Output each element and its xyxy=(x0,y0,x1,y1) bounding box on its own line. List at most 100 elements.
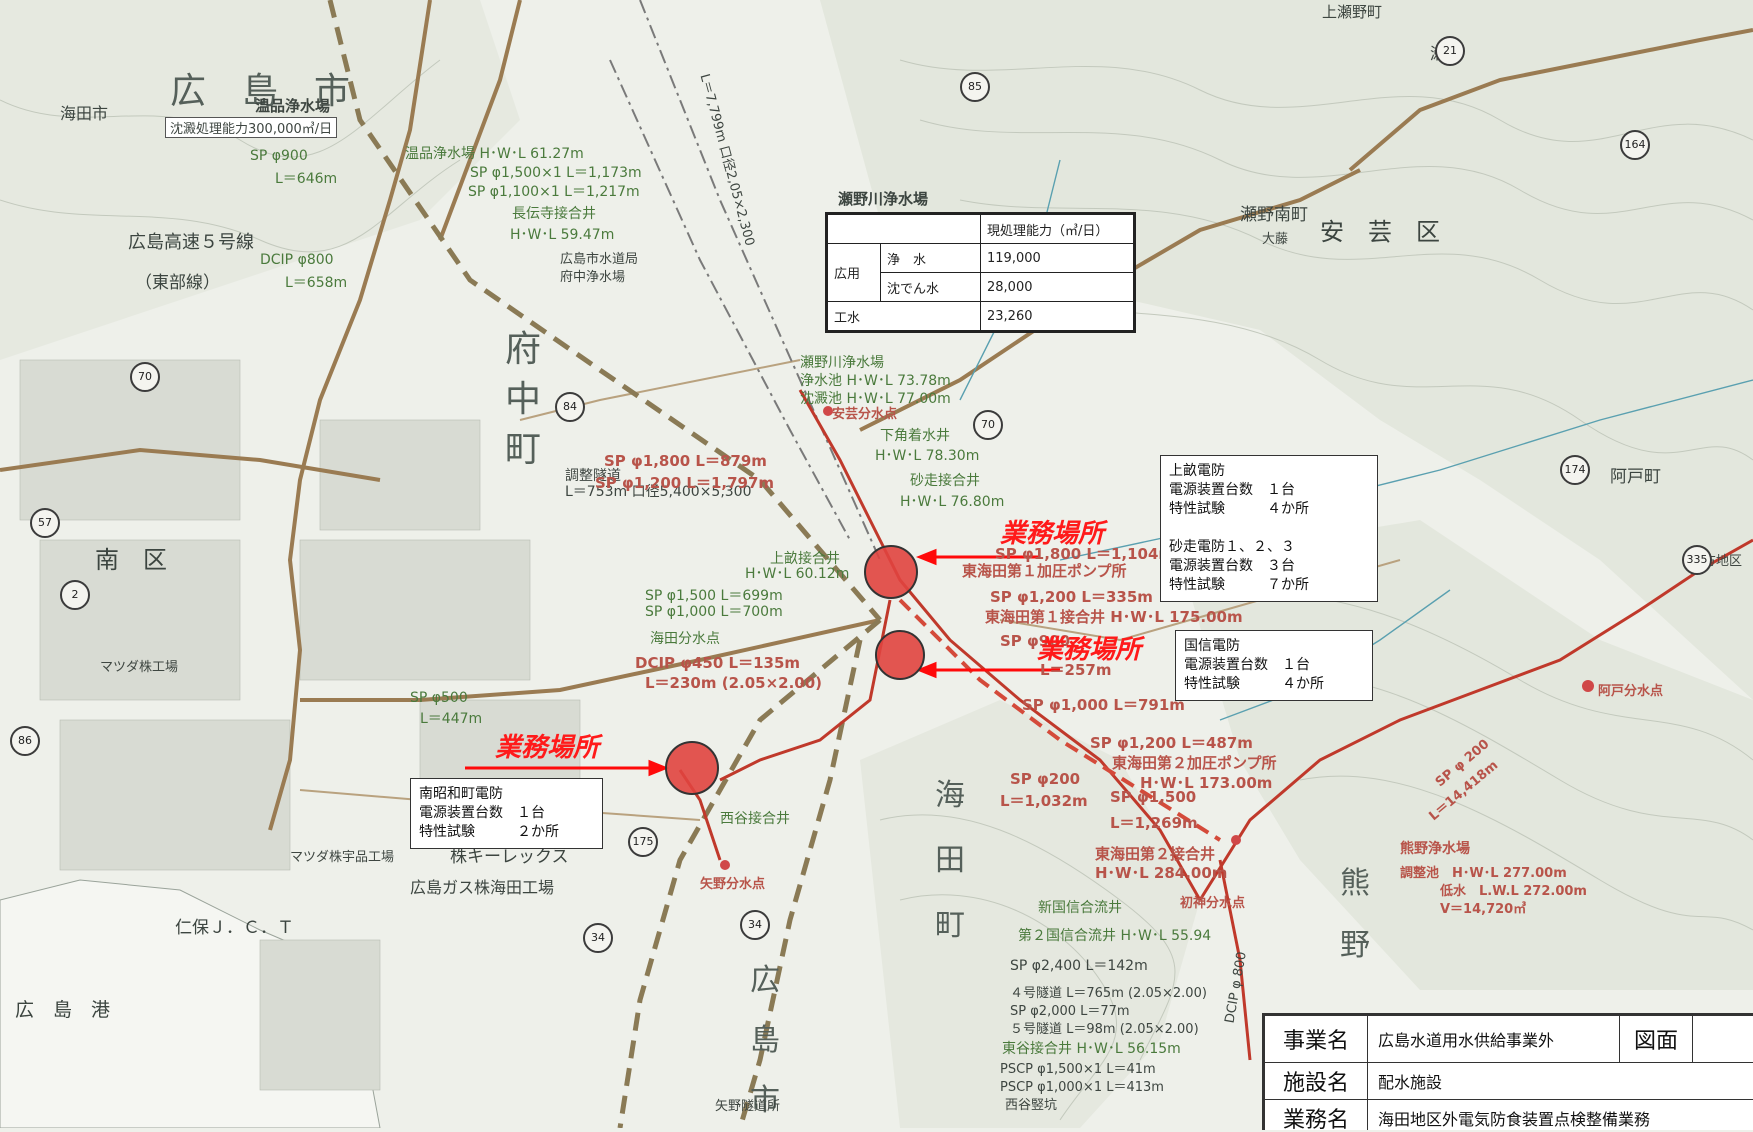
label-mazda: マツダ株工場 xyxy=(100,656,178,675)
pipe-dcip800: DCIP φ800 xyxy=(260,252,334,268)
capacity-row2-name: 沈でん水 xyxy=(881,273,981,302)
pipe-l646: L＝646m xyxy=(275,168,337,188)
pipe-sp1200-487: SP φ1,200 L＝487m xyxy=(1090,732,1253,753)
label-kaidashi: 海田市 xyxy=(60,100,108,124)
label-ohara: 大藤 xyxy=(1262,228,1288,247)
pipe-sp2400: SP φ2,400 L＝142m xyxy=(1010,955,1148,975)
route-badge-70a: 70 xyxy=(130,362,160,392)
label-higashi1-jo: 東海田第１接合井 H･W･L 175.00m xyxy=(985,606,1243,627)
marker-kokushin xyxy=(876,631,924,679)
title-key-figure: 図面 xyxy=(1620,1016,1693,1063)
area-fuchu-2: 中 xyxy=(505,370,541,422)
info-box-kokushin: 国信電防 電源装置台数 １台 特性試験 ４か所 xyxy=(1175,630,1373,701)
capacity-row3-value: 23,260 xyxy=(981,302,1134,331)
area-kumano-1: 熊 xyxy=(1340,858,1370,902)
area-hiro-2: 島 xyxy=(750,1015,780,1059)
label-highway5: 広島高速５号線 xyxy=(128,228,254,254)
pipe-l1032: L＝1,032m xyxy=(1000,790,1088,811)
label-east-line: （東部線） xyxy=(135,268,220,293)
label-kumano-volume: V＝14,720㎥ xyxy=(1440,898,1526,917)
pipe-sp1200-335: SP φ1,200 L＝335m xyxy=(990,586,1153,607)
label-aki-bunsui: 安芸分水点 xyxy=(832,403,897,422)
area-kaita-3: 町 xyxy=(935,900,965,944)
label-dai2-kokushin: 第２国信合流井 H･W･L 55.94 xyxy=(1018,925,1211,945)
area-fuchu-3: 町 xyxy=(505,420,541,472)
capacity-row2-value: 28,000 xyxy=(981,273,1134,302)
label-kakuso: 下角着水井 xyxy=(880,425,950,445)
info-kamiune-line5: 電源装置台数 ３台 xyxy=(1169,557,1369,576)
area-hiro-1: 広 xyxy=(750,955,780,999)
route-badge-164: 164 xyxy=(1620,130,1650,160)
pipe-sp1500: SP φ1,500 xyxy=(1110,788,1196,806)
route-badge-85: 85 xyxy=(960,72,990,102)
label-higashi2-pump: 東海田第２加圧ポンプ所 xyxy=(1112,752,1277,773)
pipe-onzui-hwl: 温品浄水場 H･W･L 61.27m xyxy=(405,143,584,163)
title-key-project: 事業名 xyxy=(1265,1016,1368,1063)
title-value-figure xyxy=(1693,1016,1753,1063)
pipe-sp1200-1797: SP φ1,200 L＝1,797m xyxy=(595,472,774,493)
label-yano-tunnel: 矢野隧道所 xyxy=(715,1095,780,1114)
info-kamiune-line1: 上畝電防 xyxy=(1169,462,1369,481)
label-pscp1: PSCP φ1,500×1 L＝41m xyxy=(1000,1058,1156,1077)
capacity-group-kouyou: 広用 xyxy=(828,244,881,302)
label-higashi2-jo: 東海田第２接合井 xyxy=(1095,843,1215,864)
label-niho-jct: 仁保Ｊ．Ｃ．Ｔ xyxy=(175,913,294,938)
title-value-facility: 配水施設 xyxy=(1368,1063,1753,1100)
label-sunahashi-hwl: H･W･L 76.80m xyxy=(900,491,1004,511)
label-ato: 阿戸町 xyxy=(1610,462,1661,487)
label-onzui: 温品浄水場 xyxy=(255,95,330,116)
info-minamishowa-line2: 電源装置台数 １台 xyxy=(419,804,594,823)
route-badge-174: 174 xyxy=(1560,455,1590,485)
work-location-label-3: 業務場所 xyxy=(495,727,599,764)
info-box-kamiune: 上畝電防 電源装置台数 １台 特性試験 ４か所 砂走電防１、２、３ 電源装置台数… xyxy=(1160,455,1378,602)
route-badge-34b: 34 xyxy=(740,910,770,940)
label-fuchu-plant-2: 府中浄水場 xyxy=(560,266,625,285)
pipe-l658: L＝658m xyxy=(285,272,347,292)
area-kumano-2: 野 xyxy=(1340,920,1370,964)
route-badge-70b: 70 xyxy=(973,410,1003,440)
marker-minamishowa xyxy=(666,742,718,794)
info-kokushin-line2: 電源装置台数 １台 xyxy=(1184,656,1364,675)
label-hatsukami-bunsui: 初神分水点 xyxy=(1180,892,1245,911)
capacity-table: 現処理能力（㎥/日） 広用 浄 水 119,000 沈でん水 28,000 工水… xyxy=(825,212,1136,333)
work-location-label-2: 業務場所 xyxy=(1037,629,1141,666)
label-kumano-plant: 熊野浄水場 xyxy=(1400,838,1470,858)
label-pscp2: PSCP φ1,000×1 L＝413m xyxy=(1000,1076,1164,1095)
label-onzui-capacity: 沈澱処理能力300,000㎥/日 xyxy=(165,117,337,138)
area-fuchu-1: 府 xyxy=(505,320,541,372)
label-kaita-bunsui: 海田分水点 xyxy=(650,628,720,648)
info-kamiune-line2: 電源装置台数 １台 xyxy=(1169,481,1369,500)
capacity-row1-value: 119,000 xyxy=(981,244,1134,273)
info-box-minamishowa: 南昭和町電防 電源装置台数 １台 特性試験 ２か所 xyxy=(410,778,603,849)
route-badge-57: 57 xyxy=(30,508,60,538)
info-kokushin-line3: 特性試験 ４か所 xyxy=(1184,675,1364,694)
pipe-l230: L＝230m (2.05×2.00) xyxy=(645,672,822,693)
area-minami-ku: 南 区 xyxy=(95,540,167,575)
route-badge-21: 21 xyxy=(1435,36,1465,66)
label-nishitani: 西谷接合井 xyxy=(720,808,790,828)
info-minamishowa-line3: 特性試験 ２か所 xyxy=(419,823,594,842)
label-hiroshima-gas: 広島ガス株海田工場 xyxy=(410,874,554,898)
pipe-sp1800: SP φ1,800 L＝879m xyxy=(604,450,767,471)
route-badge-2: 2 xyxy=(60,580,90,610)
label-shinkokushin: 新国信合流井 xyxy=(1038,897,1122,917)
label-yano-bunsui: 矢野分水点 xyxy=(700,873,765,892)
label-higashitani: 東谷接合井 H･W･L 56.15m xyxy=(1002,1038,1181,1058)
pipe-l447: L＝447m xyxy=(420,708,482,728)
info-kamiune-line3: 特性試験 ４か所 xyxy=(1169,500,1369,519)
label-nishidani-shaft: 西谷竪坑 xyxy=(1005,1094,1057,1113)
label-kakuso-hwl: H･W･L 78.30m xyxy=(875,445,979,465)
label-ato-bunsui: 阿戸分水点 xyxy=(1598,680,1663,699)
area-aki-ku: 安 芸 区 xyxy=(1320,212,1440,247)
route-badge-34: 34 xyxy=(583,923,613,953)
label-mazda-ujina: マツダ株宇品工場 xyxy=(290,846,394,865)
label-sunahashi-jo: 砂走接合井 xyxy=(910,470,980,490)
title-key-facility: 施設名 xyxy=(1265,1063,1368,1100)
route-badge-335: 335 xyxy=(1682,545,1712,575)
pipe-sp1000-700: SP φ1,000 L＝700m xyxy=(645,601,783,621)
label-setono-hwl1: 浄水池 H･W･L 73.78m xyxy=(800,370,951,390)
info-minamishowa-line1: 南昭和町電防 xyxy=(419,785,594,804)
pipe-sp500: SP φ500 xyxy=(410,690,468,706)
